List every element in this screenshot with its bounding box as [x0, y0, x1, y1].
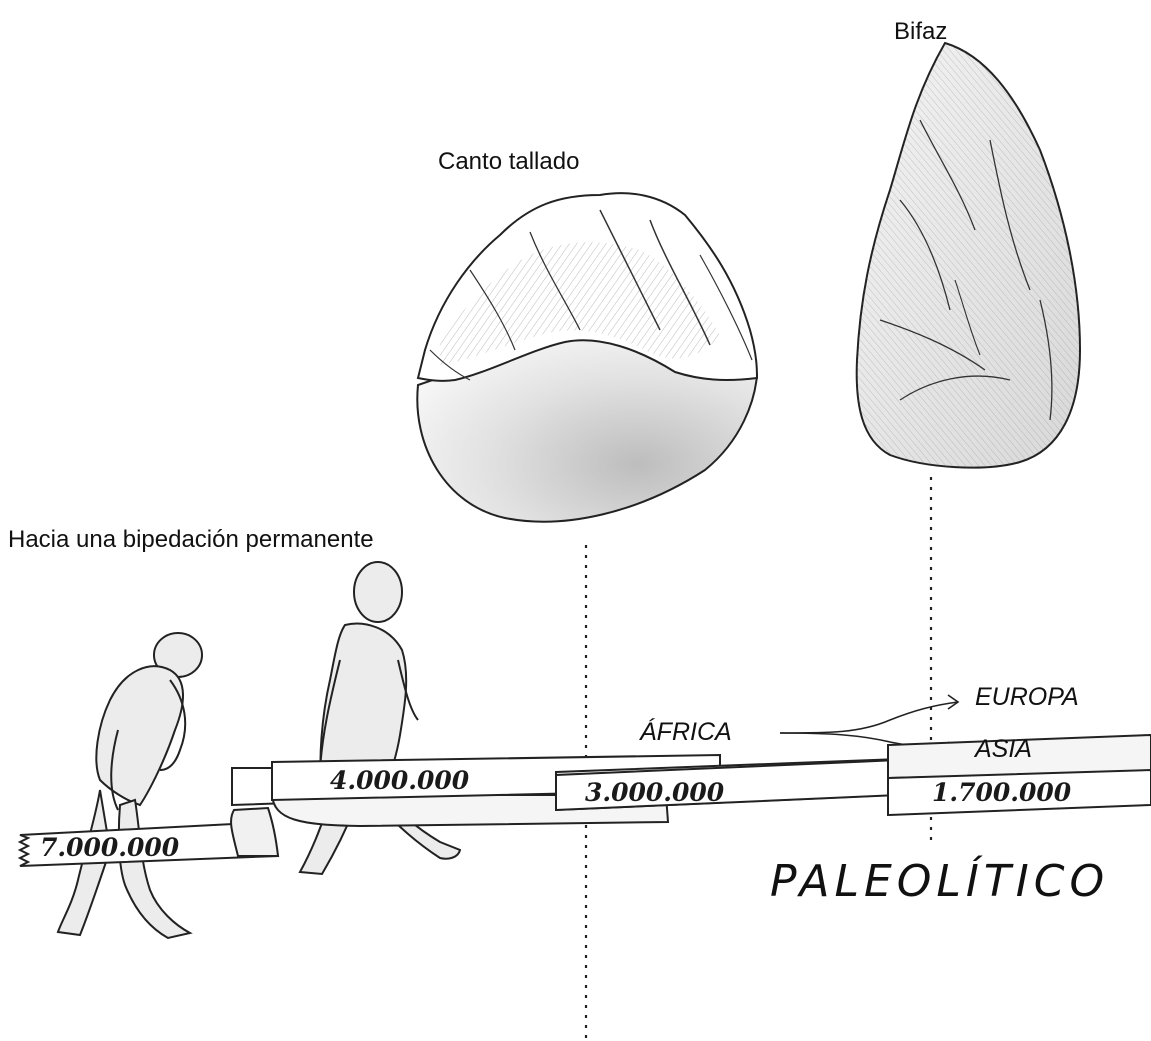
- date-1-7-million: 1.700.000: [932, 780, 1071, 805]
- region-africa: ÁFRICA: [640, 720, 732, 745]
- chopper-stone-illustration: [417, 193, 757, 521]
- period-label: PALEOLÍTICO: [770, 860, 1109, 904]
- region-asia: ASIA: [975, 737, 1032, 762]
- caption-bipedacion: Hacia una bipedación permanente: [8, 528, 374, 552]
- hominid-upright-illustration: [300, 562, 460, 874]
- handaxe-illustration: [857, 43, 1080, 468]
- date-4-million: 4.000.000: [330, 768, 469, 793]
- caption-bifaz: Bifaz: [894, 20, 947, 44]
- date-7-million: 7.000.000: [40, 835, 179, 860]
- region-europa: EUROPA: [975, 685, 1079, 710]
- ribbon-curl-7m: [231, 808, 278, 856]
- caption-canto-tallado: Canto tallado: [438, 150, 579, 174]
- hominid-stooped-illustration: [58, 633, 202, 938]
- date-3-million: 3.000.000: [585, 780, 724, 805]
